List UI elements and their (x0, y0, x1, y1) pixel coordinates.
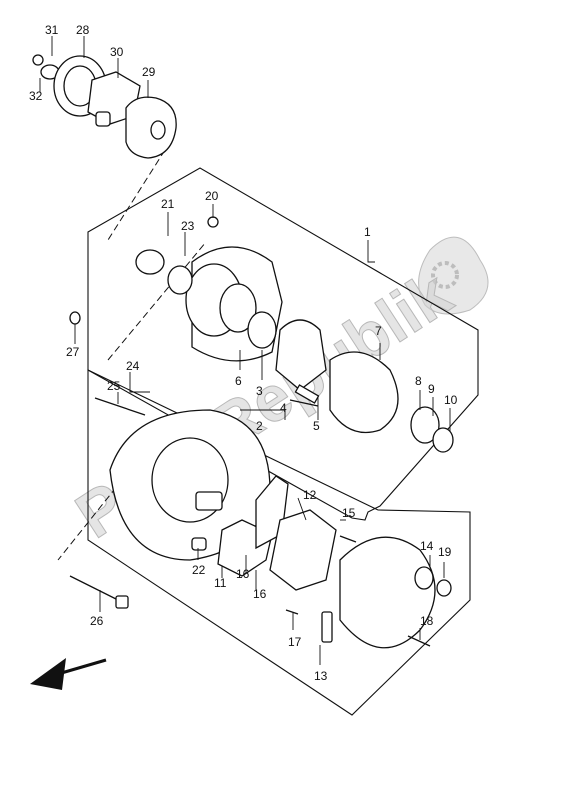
callout-8: 8 (415, 374, 422, 388)
stator-housing (94, 397, 271, 561)
callout-10: 10 (444, 393, 458, 407)
callout-16: 16 (236, 567, 250, 581)
callout-23: 23 (181, 219, 195, 233)
callout-30: 30 (110, 45, 124, 59)
callout-29: 29 (142, 65, 156, 79)
callout-31: 31 (45, 23, 59, 37)
leader-lines (39, 36, 451, 665)
callout-5: 5 (313, 419, 320, 433)
callout-14: 14 (420, 539, 434, 553)
watermark-gear-icon (418, 236, 489, 315)
callout-18: 18 (420, 614, 434, 628)
callout-13: 13 (314, 669, 328, 683)
assembly-frame-lower (87, 369, 471, 716)
dashed-leader (107, 241, 207, 361)
callout-9: 9 (428, 382, 435, 396)
callout-25: 25 (107, 379, 121, 393)
callout-2: 2 (256, 419, 263, 433)
dashed-leader (57, 469, 131, 561)
callout-16: 16 (253, 587, 267, 601)
callout-24: 24 (126, 359, 140, 373)
rectifier-regulator (217, 475, 452, 649)
callout-32: 32 (29, 89, 43, 103)
gear-icon (431, 261, 459, 289)
callout-12: 12 (303, 488, 317, 502)
callout-17: 17 (288, 635, 302, 649)
callout-20: 20 (205, 189, 219, 203)
dashed-leader (107, 149, 166, 241)
callout-4: 4 (280, 401, 287, 415)
callout-27: 27 (66, 345, 80, 359)
callout-28: 28 (76, 23, 90, 37)
rotor-assembly (275, 319, 454, 453)
callout-7: 7 (375, 324, 382, 338)
callout-3: 3 (256, 384, 263, 398)
callout-26: 26 (90, 614, 104, 628)
callout-21: 21 (161, 197, 175, 211)
front-housing (69, 216, 283, 362)
front-arrow-icon (30, 658, 107, 690)
callout-19: 19 (438, 545, 452, 559)
callout-15: 15 (342, 506, 356, 520)
callout-22: 22 (192, 563, 206, 577)
callout-6: 6 (235, 374, 242, 388)
callout-11: 11 (214, 576, 227, 590)
callout-labels: 1 2 3 4 5 6 7 8 9 10 11 12 13 14 15 16 1… (29, 23, 458, 683)
callout-1: 1 (364, 225, 371, 239)
bolts (69, 399, 431, 647)
pulley-assembly (32, 54, 177, 159)
